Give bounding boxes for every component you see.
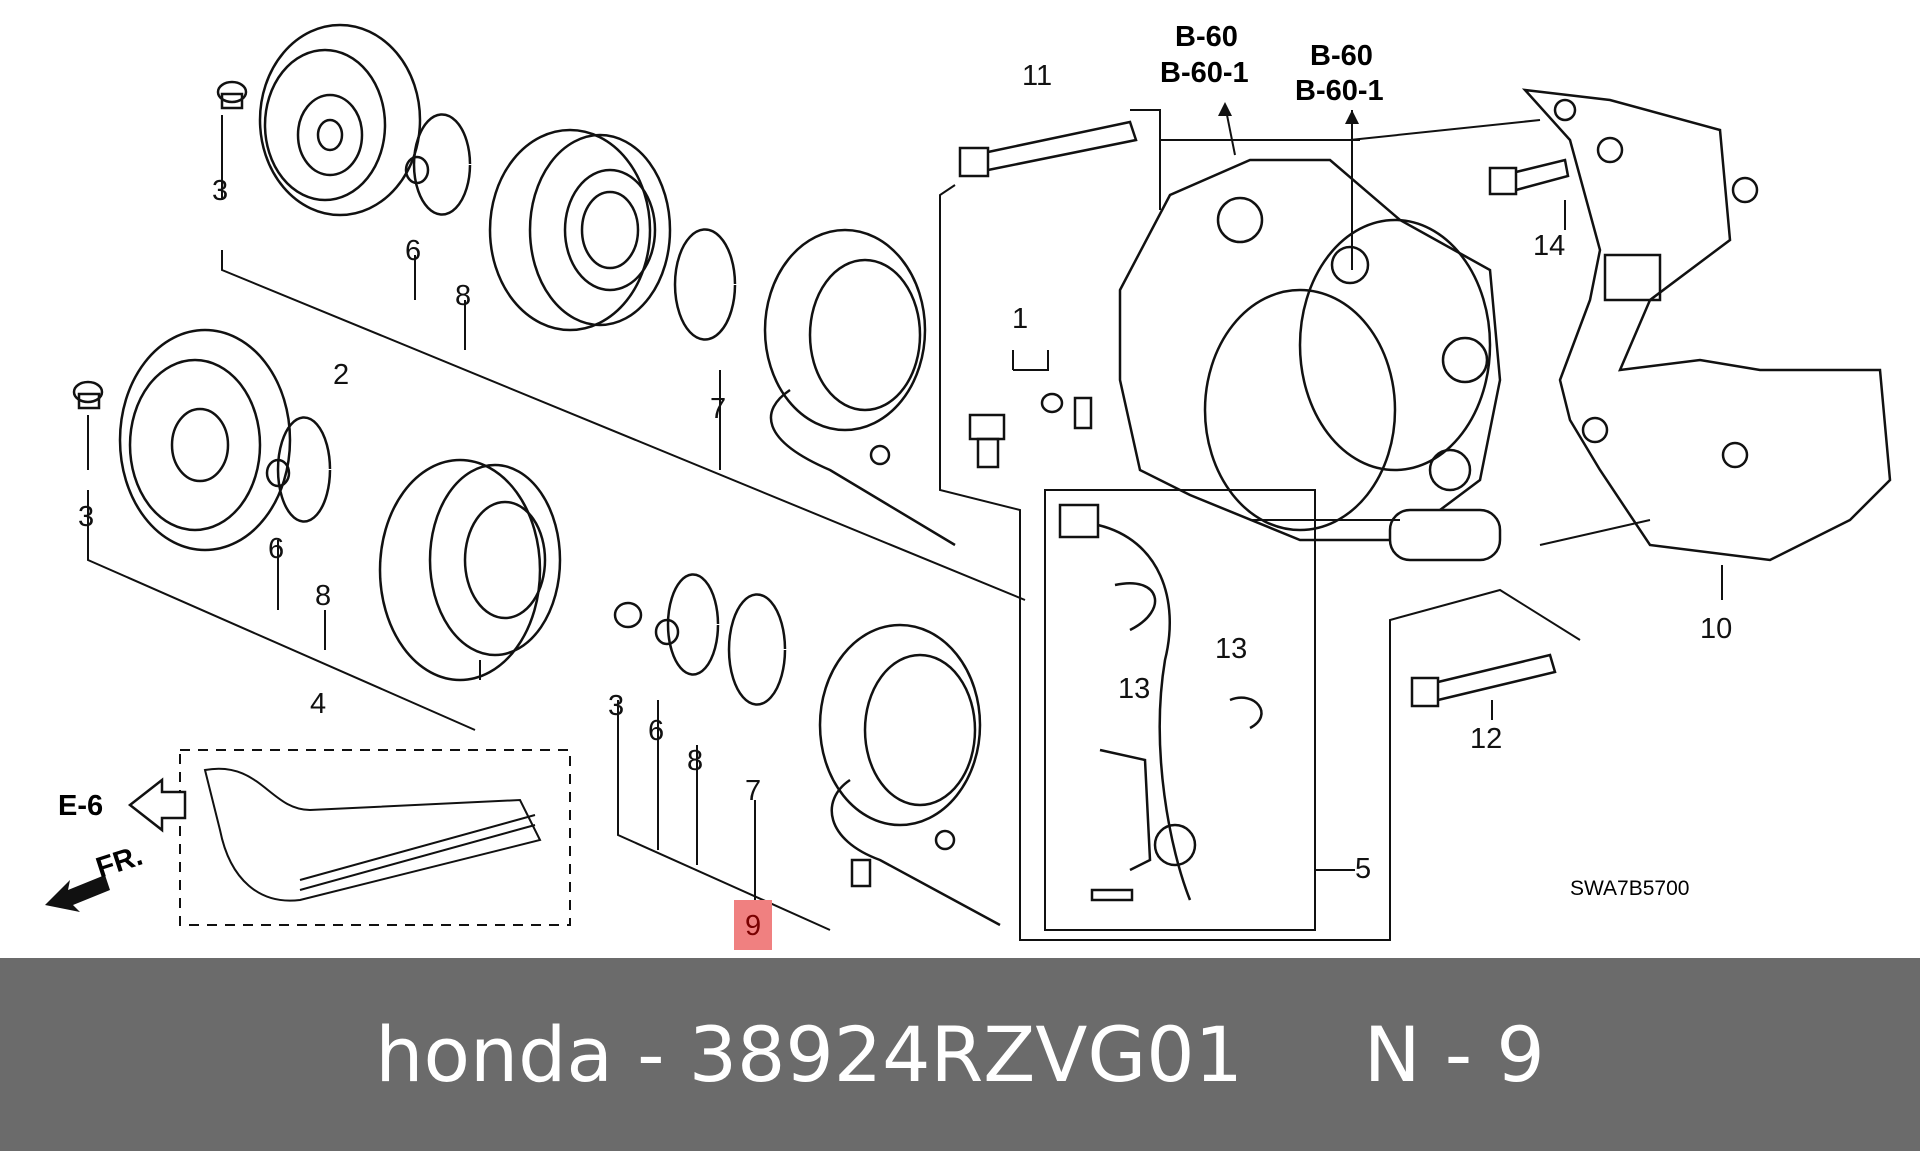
ref-b60-right[interactable]: B-60	[1310, 40, 1373, 72]
bolt-14	[1488, 158, 1570, 196]
part-number: 38924RZVG01	[688, 1010, 1243, 1099]
snap-ring-8-lower	[276, 416, 332, 523]
callout-8-lower: 8	[315, 580, 331, 612]
callout-3-lower: 3	[78, 501, 94, 533]
clutch-plate-upper	[258, 23, 422, 217]
clutch-plate-lower	[118, 328, 292, 552]
bolt-3-upper	[216, 80, 248, 110]
callout-9-highlighted: 9	[745, 910, 761, 942]
bracket-10	[1521, 88, 1892, 562]
parts-diagram: 1 2 3 3 3 5 6 6 6 7 7 7 8 8 8 9 10 11 12…	[45, 21, 1892, 950]
field-coil-upper	[763, 228, 956, 547]
callout-11: 11	[1022, 60, 1052, 92]
diagram-code: SWA7B5700	[1570, 877, 1689, 900]
callout-6-third: 6	[648, 715, 664, 747]
ref-b60-1-left[interactable]: B-60-1	[1160, 57, 1249, 89]
caption-separator-1: -	[612, 1010, 689, 1099]
snap-ring-7-third	[727, 593, 787, 706]
callout-5: 5	[1355, 853, 1371, 885]
callout-8-upper: 8	[455, 280, 471, 312]
caption-gap	[1243, 1010, 1364, 1099]
bolt-12	[1410, 653, 1557, 708]
ref-b60-1-right[interactable]: B-60-1	[1295, 75, 1384, 107]
pulley-upper	[488, 128, 672, 332]
position-prefix: N	[1363, 1010, 1421, 1099]
belt-inset	[179, 749, 571, 926]
pulley-lower	[378, 458, 562, 682]
harness-5	[1058, 503, 1263, 902]
callout-6-upper: 6	[405, 235, 421, 267]
e6-arrow-icon	[127, 777, 187, 833]
highlight-box	[734, 900, 772, 950]
callout-1: 1	[1012, 303, 1028, 335]
callout-13-right: 13	[1215, 633, 1247, 665]
bolt-3-lower	[72, 380, 104, 410]
callout-12: 12	[1470, 723, 1502, 755]
field-coil-lower	[818, 623, 1001, 927]
callout-14: 14	[1533, 230, 1565, 262]
callout-7-upper: 7	[710, 393, 726, 425]
callout-8-third: 8	[687, 745, 703, 777]
callout-13-left: 13	[1118, 673, 1150, 705]
front-arrow-icon	[45, 875, 110, 912]
callout-6-lower: 6	[268, 533, 284, 565]
ref-b60-left[interactable]: B-60	[1175, 21, 1238, 53]
snap-ring-7-upper	[673, 228, 737, 341]
brand-name: honda	[375, 1010, 613, 1099]
snap-ring-8-third	[666, 573, 720, 676]
ref-e6[interactable]: E-6	[58, 790, 103, 822]
part-caption-bar: honda - 38924RZVG01 N - 9	[0, 958, 1920, 1151]
position-number: 9	[1496, 1010, 1545, 1099]
callout-10: 10	[1700, 613, 1732, 645]
ref-front: FR.	[92, 840, 146, 885]
callout-7-third: 7	[745, 775, 761, 807]
switch-1	[968, 392, 1093, 469]
callout-3-upper: 3	[212, 175, 228, 207]
compressor-body	[1118, 158, 1502, 562]
bolt-3-third	[613, 601, 643, 629]
callout-2: 2	[333, 359, 349, 391]
bolt-11	[958, 120, 1138, 178]
caption-separator-2: -	[1420, 1010, 1497, 1099]
callout-4: 4	[310, 688, 326, 720]
callout-3-third: 3	[608, 690, 624, 722]
snap-ring-8-upper	[412, 113, 472, 216]
